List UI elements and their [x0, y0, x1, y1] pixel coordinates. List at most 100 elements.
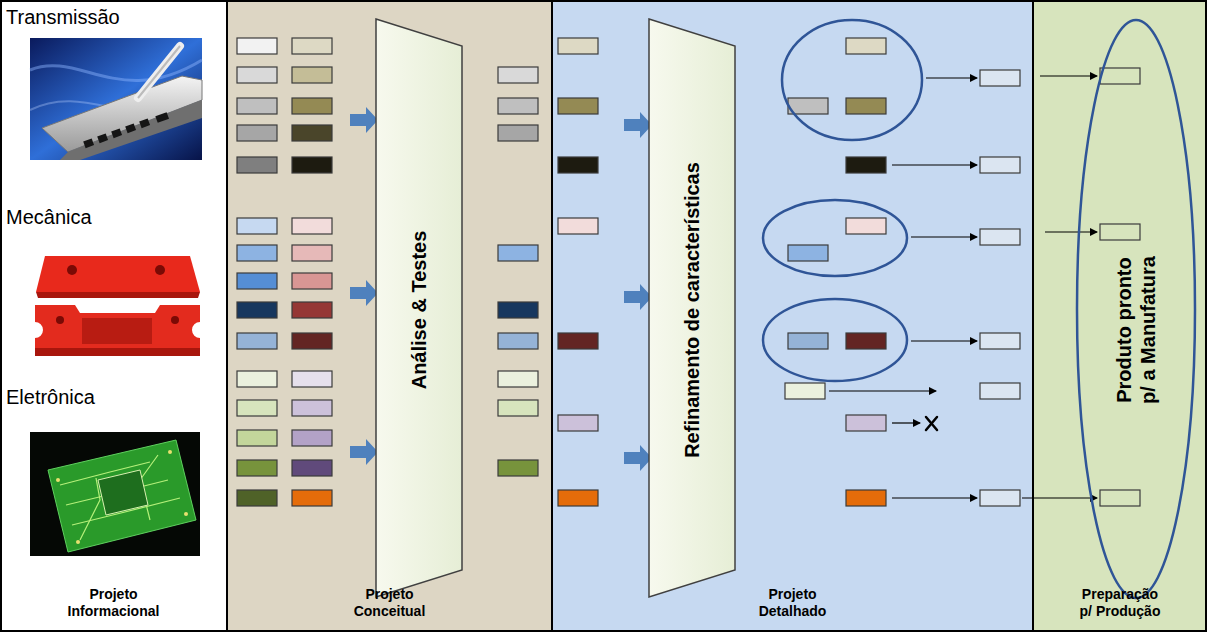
- domain-label: Eletrônica: [6, 386, 95, 409]
- concept-boxe: [237, 67, 277, 83]
- circuit-board-picture: [76, 540, 80, 544]
- concept-boxe: [292, 400, 332, 416]
- mechanical-part-picture: [36, 292, 200, 298]
- mechanical-part-picture: [56, 316, 64, 324]
- concept-boxe: [237, 218, 277, 234]
- phase-label: Projeto Informacional: [64, 586, 164, 620]
- detail-boxe: [980, 383, 1020, 399]
- concept-boxe: [237, 245, 277, 261]
- detail-boxe: [788, 245, 828, 261]
- concept-boxe: [237, 157, 277, 173]
- flow-arrow: [829, 390, 936, 391]
- mechanical-part-picture: [35, 305, 200, 356]
- detail-boxe: [980, 70, 1020, 86]
- concept-boxe: [237, 273, 277, 289]
- flow-arrow: [911, 340, 977, 341]
- concept-boxe: [237, 302, 277, 318]
- flow-arrows: [829, 76, 1097, 498]
- flow-arrow: [911, 236, 977, 237]
- router-picture: [97, 133, 108, 143]
- concept-boxes: [237, 38, 332, 506]
- block-arrow: [624, 445, 652, 471]
- flow-arrow: [926, 77, 977, 78]
- panel-ground: [227, 0, 552, 632]
- mechanical-part-picture: [36, 256, 200, 292]
- router-picture: [139, 118, 150, 128]
- block-arrow: [624, 112, 652, 138]
- concept-boxe: [292, 302, 332, 318]
- ready-boxe: [1100, 224, 1140, 240]
- detail-boxe: [788, 333, 828, 349]
- phase-label: Projeto Conceitual: [340, 586, 440, 620]
- panel-ground: [0, 0, 227, 632]
- detail-boxe: [980, 490, 1020, 506]
- mechanical-part-picture: [155, 265, 165, 275]
- concept-boxe: [237, 98, 277, 114]
- detail-boxe: [788, 98, 828, 114]
- mechanical-part-picture: [82, 318, 152, 344]
- block-arrow: [350, 439, 378, 465]
- detail-boxe: [785, 383, 825, 399]
- mechanical-part-picture: [35, 256, 200, 356]
- router-picture: [155, 112, 169, 123]
- flow-arrow: [1040, 75, 1097, 76]
- circuit-board-picture: [30, 432, 200, 556]
- detail-boxe: [558, 157, 598, 173]
- tested-boxe: [498, 460, 538, 476]
- router-picture: [111, 128, 122, 138]
- concept-boxe: [292, 67, 332, 83]
- tested-boxe: [498, 333, 538, 349]
- concept-boxe: [292, 273, 332, 289]
- router-picture: [60, 100, 202, 160]
- tested-boxes: [498, 67, 538, 476]
- stage-label: Análise & Testes: [407, 231, 431, 390]
- router-picture: [138, 46, 180, 98]
- circuit-board-picture: [56, 478, 60, 482]
- block-arrow: [350, 280, 378, 306]
- concept-boxe: [292, 98, 332, 114]
- flow-arrow: [892, 164, 977, 165]
- phase-panel: Projeto DetalhadoRefinamento de caracter…: [552, 0, 1033, 632]
- concept-boxe: [292, 218, 332, 234]
- detail-boxe: [846, 333, 886, 349]
- concept-boxe: [237, 125, 277, 141]
- router-picture: [138, 46, 180, 98]
- grouping-ellipse: [763, 200, 907, 276]
- ready-boxe: [1100, 68, 1140, 84]
- tested-boxe: [498, 98, 538, 114]
- flow-arrow: [1045, 231, 1097, 232]
- router-picture: [125, 123, 136, 133]
- detail-boxe: [980, 157, 1020, 173]
- detail-boxe: [846, 490, 886, 506]
- concept-boxe: [237, 460, 277, 476]
- reject-mark: [926, 417, 937, 430]
- tested-boxe: [498, 245, 538, 261]
- panel-border: [551, 0, 553, 632]
- detail-boxe: [558, 98, 598, 114]
- stage-label: Refinamento de características: [680, 162, 704, 458]
- flow-arrow: [892, 497, 977, 498]
- panel-ground: [1033, 0, 1207, 632]
- grouping-ellipses: [763, 20, 922, 381]
- detail-boxe: [846, 415, 886, 431]
- block-arrow: [350, 107, 378, 133]
- domain-label: Transmissão: [6, 6, 120, 29]
- grouping-ellipse: [763, 299, 907, 381]
- block-arrow: [624, 284, 652, 310]
- detail-boxe: [846, 98, 886, 114]
- ellipse-outline: [1075, 18, 1197, 600]
- concept-boxe: [292, 333, 332, 349]
- tested-boxe: [498, 67, 538, 83]
- phase-panel: Projeto Informacional: [0, 0, 227, 632]
- circuit-board-picture: [80, 478, 100, 540]
- concept-boxe: [237, 38, 277, 54]
- result-ellipse: Produto pronto p/ a Manufatura: [1075, 18, 1197, 600]
- phase-label: Preparação p/ Produção: [1077, 586, 1163, 620]
- process-funnel: Análise & Testes: [375, 18, 463, 598]
- detail-boxe: [846, 157, 886, 173]
- panel-border: [226, 0, 228, 632]
- tested-boxe: [498, 400, 538, 416]
- flow-arrow: [892, 422, 920, 423]
